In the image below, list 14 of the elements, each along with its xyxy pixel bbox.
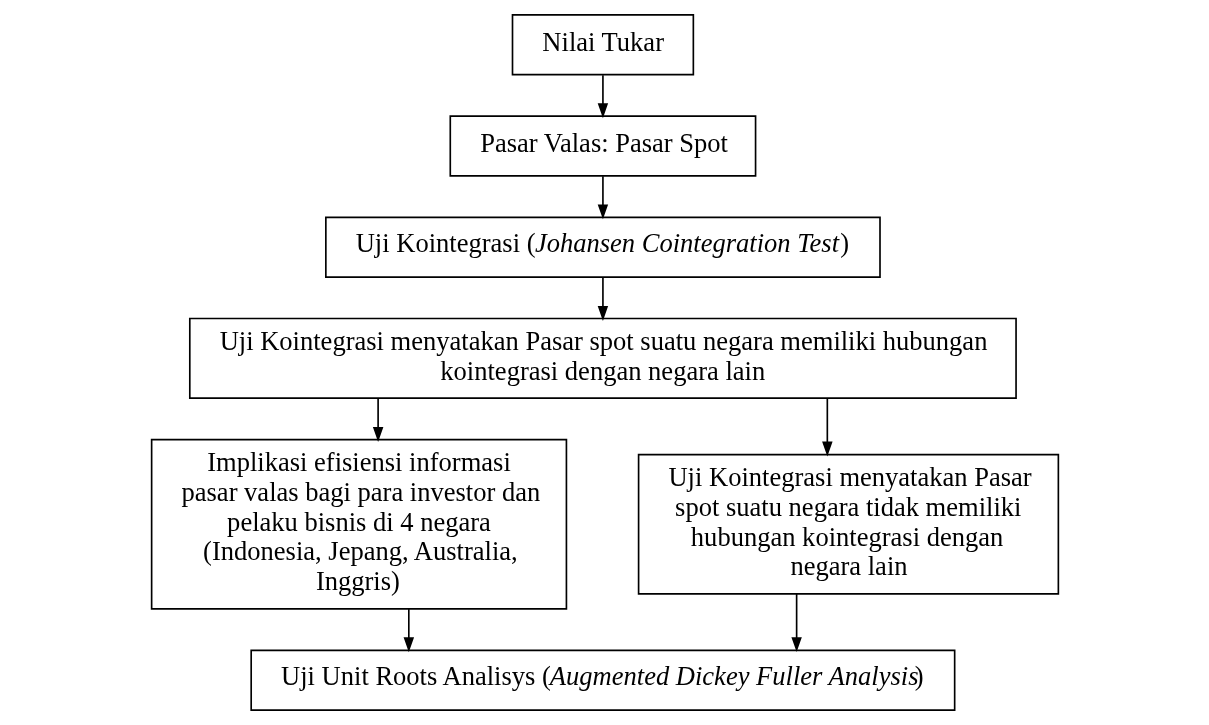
node-box: Uji Kointegrasi (Johansen Cointegration Test) [324, 216, 881, 278]
node-box: Nilai Tukar [511, 14, 694, 76]
arrow [821, 397, 833, 457]
arrow [597, 276, 608, 321]
node-box: Uji Unit Roots Analisys (Augmented Dickey Fuller Analysis) [249, 649, 955, 711]
arrow [597, 74, 608, 119]
arrow [403, 608, 414, 653]
node-box: Implikasi efisiensi informasi pasar valas bagi para investor dan pelaku bisnis di 4 negara (Indonesia, Jepang, Australia, Inggris) [150, 438, 567, 610]
node-box: Pasar Valas: Pasar Spot [448, 115, 756, 177]
node-box: Uji Kointegrasi menyatakan Pasar spot suatu negara tidak memiliki hubungan kointegrasi dengan negara lain [637, 453, 1059, 595]
node-box: Uji Kointegrasi menyatakan Pasar spot suatu negara memiliki hubungan kointegrasi dengan negara lain [188, 317, 1017, 399]
arrow [372, 397, 383, 443]
arrow [790, 593, 802, 653]
arrow [597, 175, 608, 220]
